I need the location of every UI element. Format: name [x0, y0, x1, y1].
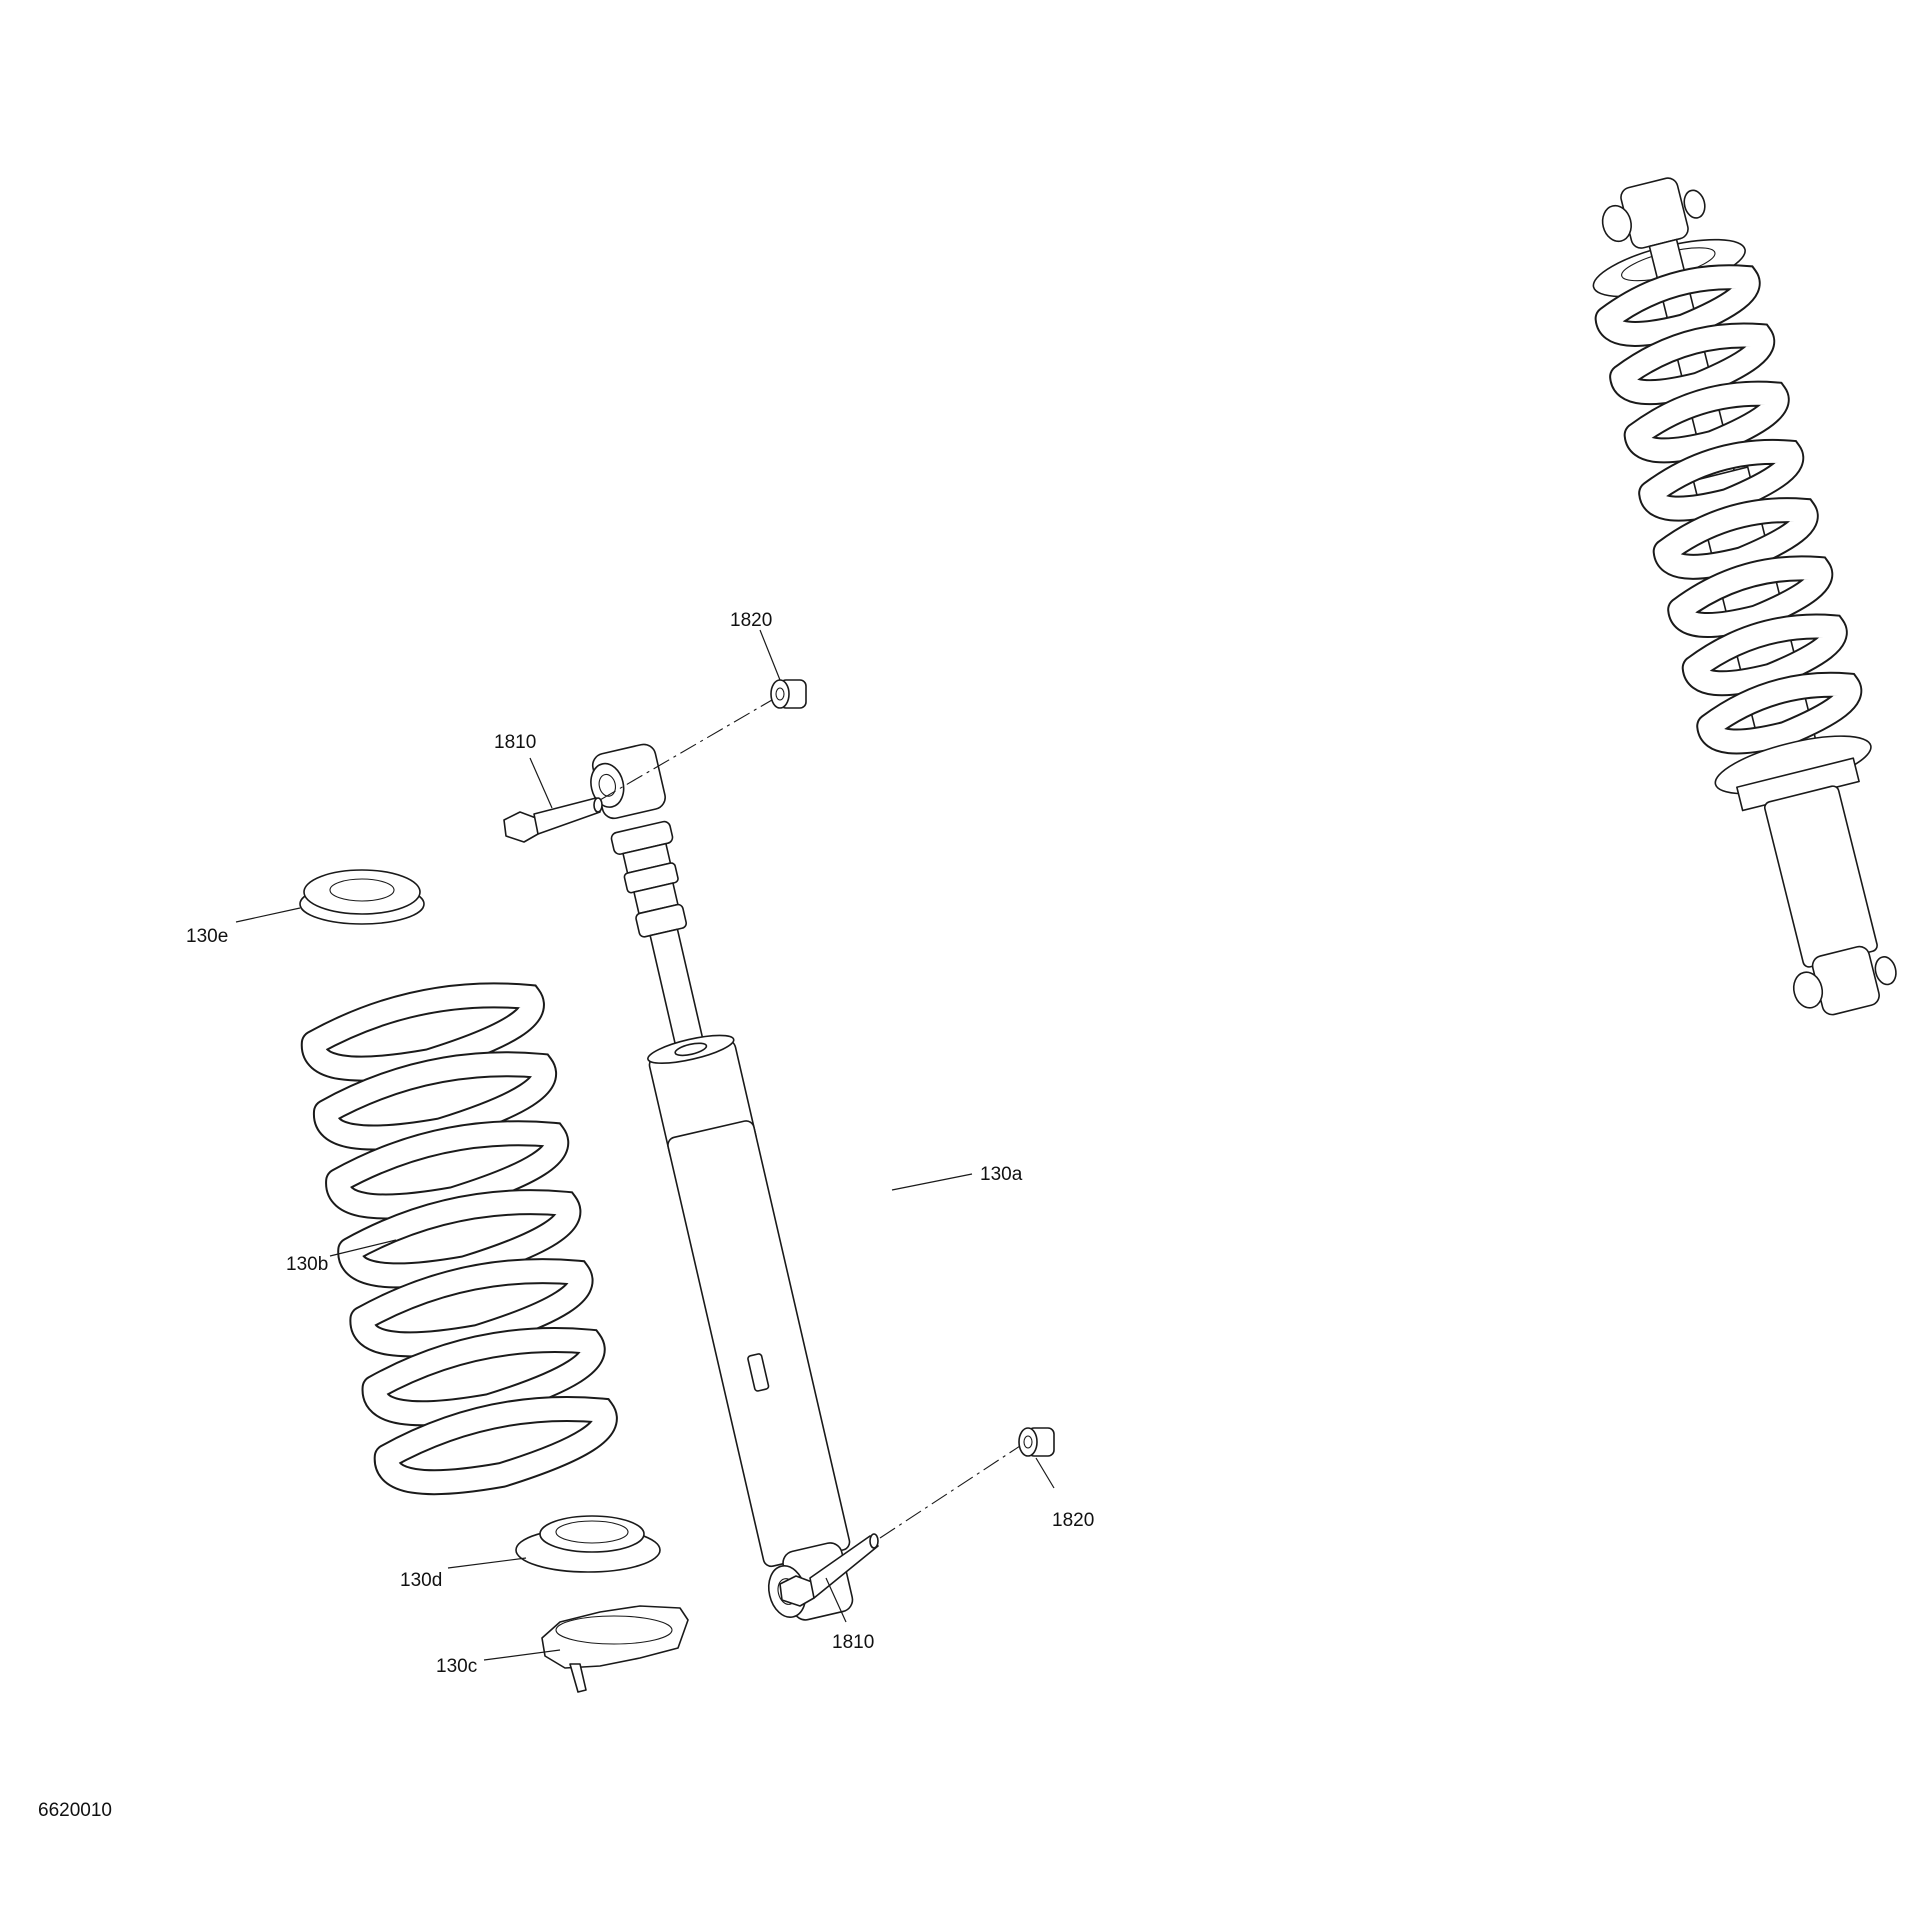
- bottom-bolt: [779, 1533, 879, 1607]
- leader-130a: [891, 1173, 973, 1191]
- callout-130a: 130a: [980, 1164, 1023, 1185]
- leader-130e: [235, 907, 301, 923]
- callout-1820-bottom: 1820: [1052, 1510, 1094, 1531]
- leader-130c: [483, 1649, 561, 1661]
- callout-1810-bottom: 1810: [832, 1632, 874, 1653]
- leader-130b: [329, 1239, 397, 1257]
- leader-1810-top: [529, 757, 553, 809]
- leader-1820-bottom: [1035, 1457, 1055, 1489]
- callout-130d: 130d: [400, 1570, 442, 1591]
- spring-adjuster-ring: [541, 1605, 689, 1693]
- callout-1820-top: 1820: [730, 610, 772, 631]
- callout-1810-top: 1810: [494, 732, 536, 753]
- bottom-sleeve: [1018, 1427, 1055, 1457]
- top-sleeve: [770, 679, 807, 709]
- coil-spring: [300, 982, 618, 1496]
- top-bolt: [503, 797, 603, 843]
- lower-spring-seat: [515, 1515, 661, 1573]
- top-bolt-axis: [599, 699, 773, 801]
- figure-number: 6620010: [38, 1800, 112, 1821]
- callout-130b: 130b: [286, 1254, 328, 1275]
- shock-body: [590, 743, 854, 1621]
- leader-130d: [447, 1557, 527, 1569]
- leader-1820-top: [759, 629, 781, 681]
- callout-130e: 130e: [186, 926, 228, 947]
- leader-1810-bottom: [825, 1577, 847, 1623]
- bottom-bolt-axis: [879, 1445, 1021, 1539]
- assembled-spring: [1594, 264, 1863, 755]
- upper-spring-retainer: [299, 869, 425, 925]
- callout-130c: 130c: [436, 1656, 477, 1677]
- assembled-shock-illustration: [1592, 177, 1897, 1016]
